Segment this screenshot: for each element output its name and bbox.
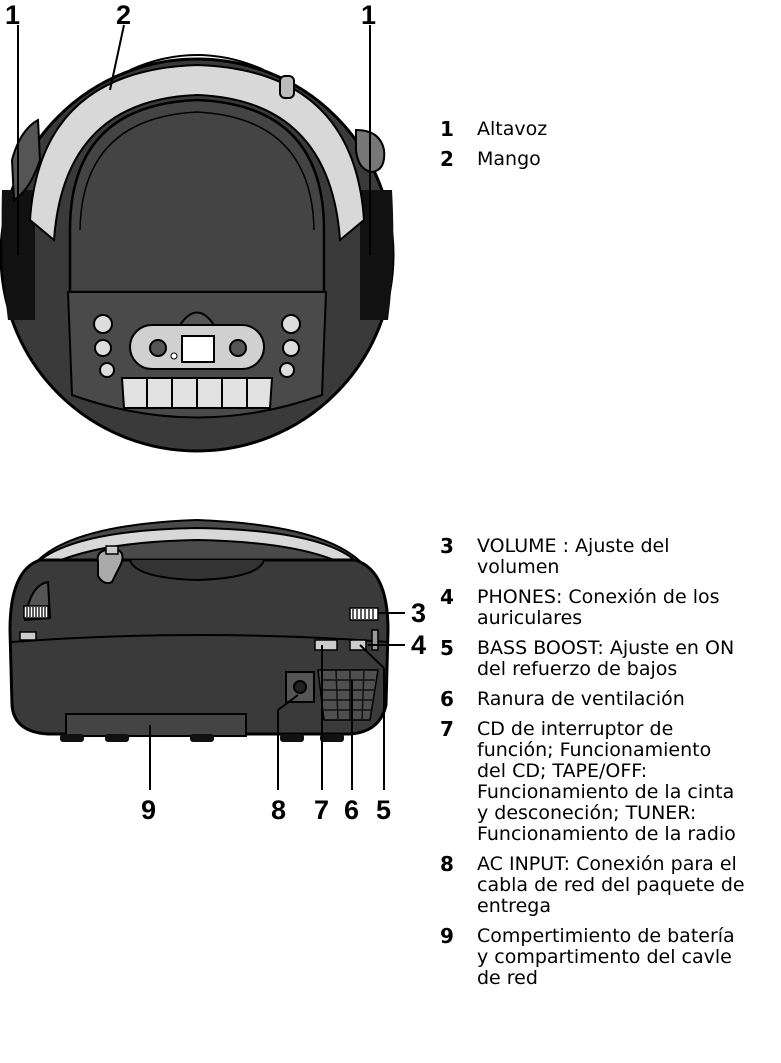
top-view-illustration <box>0 24 395 453</box>
legend-number: 9 <box>440 924 454 948</box>
callout-1-right: 1 <box>361 0 377 30</box>
callout-9: 9 <box>141 795 157 825</box>
callout-4: 4 <box>411 630 427 660</box>
legend-number: 8 <box>440 852 454 876</box>
legend-item: 9 Compertimiento de batería y compartime… <box>440 926 745 989</box>
legend-item: 3 VOLUME : Ajuste del volumen <box>440 536 745 578</box>
callout-6: 6 <box>344 795 360 825</box>
legend-number: 2 <box>440 147 454 171</box>
legend-item: 7 CD de interruptor de función; Funciona… <box>440 719 745 845</box>
legend-text: AC INPUT: Conexión para el cabla de red … <box>477 853 745 917</box>
legend-item: 1 Altavoz <box>440 119 745 140</box>
legend-text: Compertimiento de batería y compartiment… <box>477 925 735 989</box>
callout-7: 7 <box>314 795 330 825</box>
side-view-illustration <box>8 518 405 790</box>
legend-text: Mango <box>477 148 541 170</box>
legend-number: 1 <box>440 117 454 141</box>
legend-number: 4 <box>440 585 454 609</box>
legend-item: 8 AC INPUT: Conexión para el cabla de re… <box>440 854 745 917</box>
callout-5: 5 <box>376 795 392 825</box>
legend-number: 3 <box>440 534 454 558</box>
legend-item: 2 Mango <box>440 149 745 170</box>
legend-text: PHONES: Conexión de los auriculares <box>477 586 720 629</box>
legend-item: 4 PHONES: Conexión de los auriculares <box>440 587 745 629</box>
callout-8: 8 <box>271 795 287 825</box>
callout-3: 3 <box>411 598 427 628</box>
legend-text: BASS BOOST: Ajuste en ON del refuerzo de… <box>477 637 735 680</box>
legend-number: 7 <box>440 717 454 741</box>
legend-item: 6 Ranura de ventilación <box>440 689 745 710</box>
callout-2: 2 <box>116 0 132 30</box>
legend-item: 5 BASS BOOST: Ajuste en ON del refuerzo … <box>440 638 745 680</box>
legend-number: 6 <box>440 687 454 711</box>
legend-text: Ranura de ventilación <box>477 688 685 710</box>
legend-text: CD de interruptor de función; Funcionami… <box>477 718 736 845</box>
top-legend: 1 Altavoz 2 Mango <box>440 119 745 179</box>
side-legend: 3 VOLUME : Ajuste del volumen 4 PHONES: … <box>440 536 745 998</box>
cd-lid <box>68 98 326 294</box>
legend-number: 5 <box>440 636 454 660</box>
speaker-right <box>360 190 394 320</box>
legend-text: Altavoz <box>477 118 548 140</box>
handle <box>28 63 366 243</box>
legend-text: VOLUME : Ajuste del volumen <box>477 535 670 578</box>
callout-1-left: 1 <box>5 0 21 30</box>
